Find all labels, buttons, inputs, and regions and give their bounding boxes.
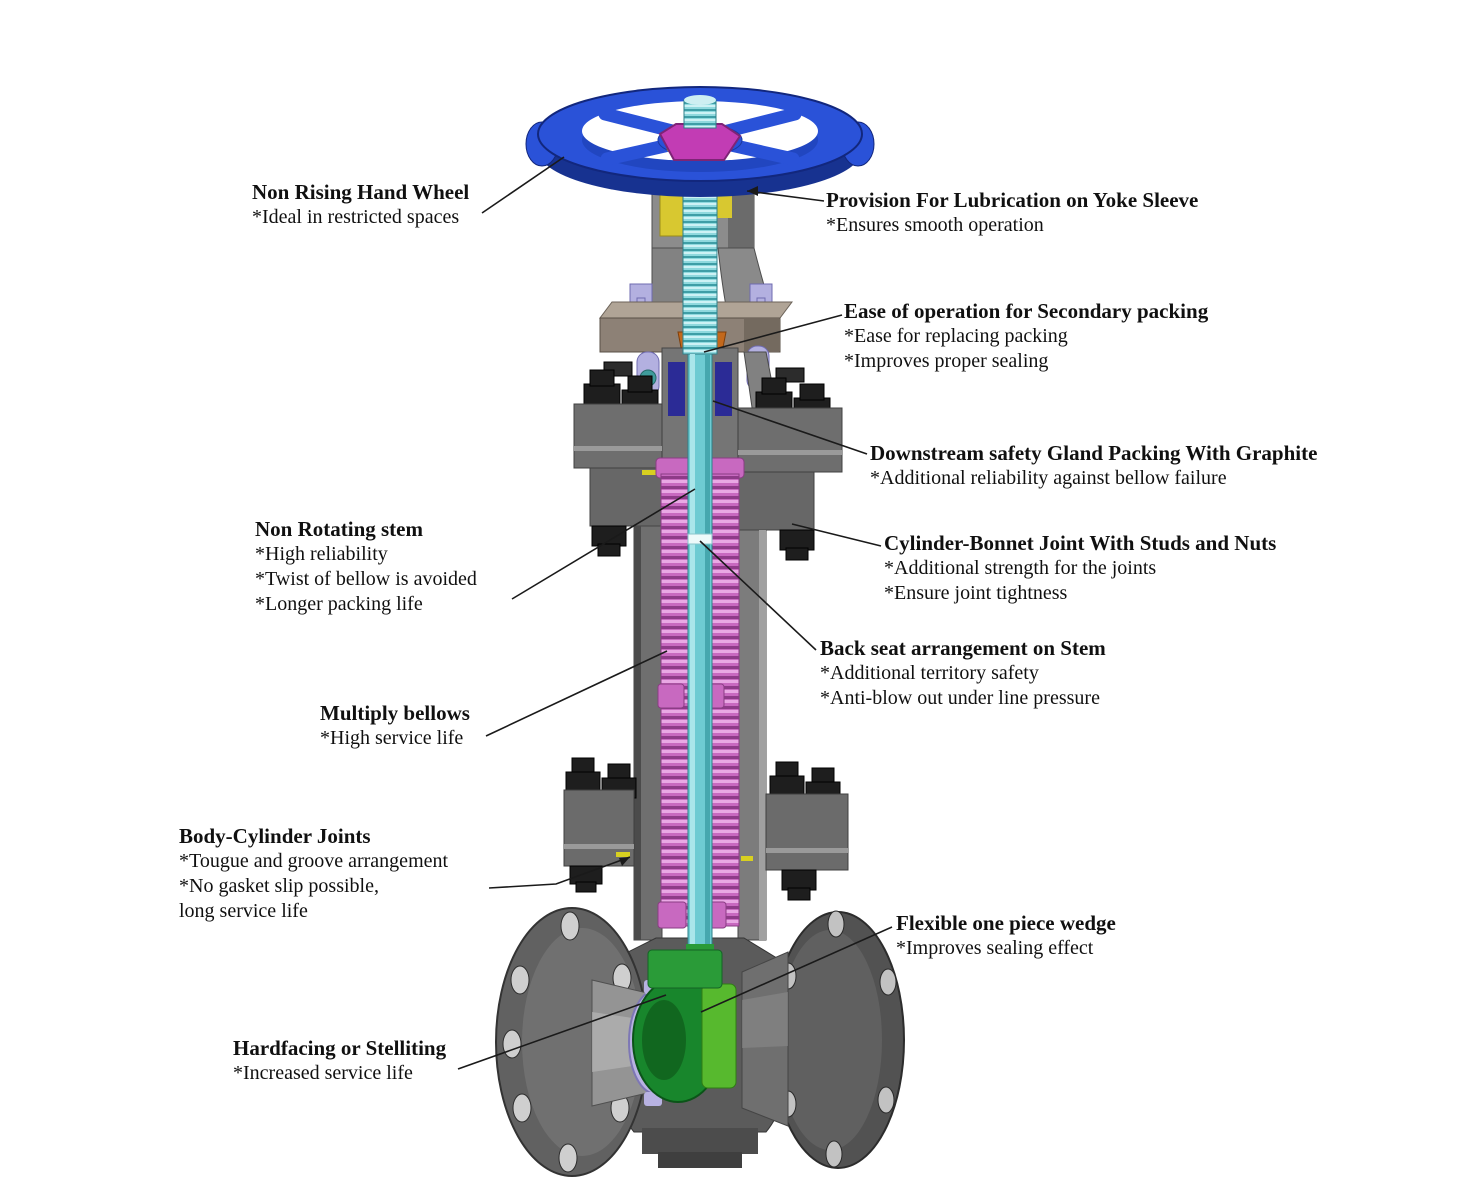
gasket-mark [741, 856, 753, 861]
gasket-mark [616, 852, 630, 857]
label-back-seat: Back seat arrangement on Stem *Additiona… [820, 636, 1106, 711]
label-non-rotating-stem: Non Rotating stem *High reliability *Twi… [255, 517, 477, 617]
bellows-collar-mid [657, 683, 685, 709]
label-title: Multiply bellows [320, 701, 470, 725]
label-multiply-bellows: Multiply bellows *High service life [320, 701, 470, 751]
label-line: *Additional strength for the joints [884, 557, 1157, 579]
label-gland-packing: Downstream safety Gland Packing With Gra… [870, 441, 1317, 491]
wedge-top [647, 949, 723, 989]
leader-non-rotating-stem [511, 488, 696, 600]
label-line: *Ease for replacing packing [844, 325, 1068, 347]
label-line: *Improves proper sealing [844, 350, 1049, 372]
label-line: *Longer packing life [255, 593, 423, 615]
leader-multiply-bellows [485, 650, 668, 737]
label-line: *Increased service life [233, 1062, 413, 1084]
wedge-right-face [701, 983, 737, 1089]
label-title: Provision For Lubrication on Yoke Sleeve [826, 188, 1199, 212]
body-cylinder-joint [563, 757, 849, 901]
yoke-sleeve-cut-right [714, 190, 732, 218]
label-flexible-wedge: Flexible one piece wedge *Improves seali… [896, 911, 1116, 961]
label-body-cylinder-joints: Body-Cylinder Joints *Tougue and groove … [179, 824, 448, 924]
body-bottom [642, 1128, 758, 1154]
label-hardfacing: Hardfacing or Stelliting *Increased serv… [233, 1036, 446, 1086]
leader-non-rising-hand-wheel [481, 156, 565, 214]
wedge [632, 944, 737, 1103]
label-line: *No gasket slip possible, [179, 875, 379, 897]
label-cylinder-bonnet-joint: Cylinder-Bonnet Joint With Studs and Nut… [884, 531, 1276, 606]
label-line: *High service life [320, 727, 464, 749]
label-title: Ease of operation for Secondary packing [844, 299, 1209, 323]
label-line: *Additional reliability against bellow f… [870, 467, 1227, 489]
leader-flexible-wedge [700, 926, 893, 1013]
label-line: long service life [179, 900, 308, 922]
label-line: *Ensures smooth operation [826, 214, 1044, 236]
label-title: Downstream safety Gland Packing With Gra… [870, 441, 1318, 465]
label-line: *Anti-blow out under line pressure [820, 687, 1100, 709]
leader-secondary-packing [703, 314, 843, 353]
gland-packing-right [715, 362, 732, 416]
leader-hardfacing [457, 994, 667, 1070]
label-title: Non Rotating stem [255, 517, 423, 541]
label-line: *Additional territory safety [820, 662, 1039, 684]
label-line: *High reliability [255, 543, 388, 565]
gland-packing-left [668, 362, 685, 416]
label-title: Cylinder-Bonnet Joint With Studs and Nut… [884, 531, 1277, 555]
leader-cylinder-bonnet-joint [791, 523, 882, 547]
leader-gland-packing [712, 400, 868, 455]
leader-body-cylinder-joints [488, 856, 631, 889]
back-seat-band [687, 533, 713, 545]
label-title: Non Rising Hand Wheel [252, 180, 470, 204]
inlet-flange-bolt-holes [502, 911, 632, 1173]
label-line: *Ensure joint tightness [884, 582, 1068, 604]
label-title: Hardfacing or Stelliting [233, 1036, 447, 1060]
bonnet-nuts-below [591, 525, 815, 561]
gasket-mark [642, 470, 656, 475]
label-line: *Twist of bellow is avoided [255, 568, 477, 590]
label-title: Back seat arrangement on Stem [820, 636, 1106, 660]
leader-back-seat [699, 540, 817, 651]
outlet-flange-face [778, 930, 882, 1150]
label-line: *Tougue and groove arrangement [179, 850, 449, 872]
label-title: Flexible one piece wedge [896, 911, 1116, 935]
leader-provision-lubrication [746, 190, 825, 202]
wheel-nut [658, 123, 742, 161]
leader-lines [457, 156, 893, 1070]
label-provision-lubrication: Provision For Lubrication on Yoke Sleeve… [826, 188, 1198, 238]
label-title: Body-Cylinder Joints [179, 824, 371, 848]
bellows-collar-bottom [657, 901, 687, 929]
cylinder-bonnet-flange [573, 361, 843, 561]
label-non-rising-hand-wheel: Non Rising Hand Wheel *Ideal in restrict… [252, 180, 469, 230]
handwheel [525, 86, 875, 197]
label-line: *Improves sealing effect [896, 937, 1094, 959]
label-line: *Ideal in restricted spaces [252, 206, 460, 228]
label-secondary-packing: Ease of operation for Secondary packing … [844, 299, 1208, 374]
stem [682, 99, 718, 987]
